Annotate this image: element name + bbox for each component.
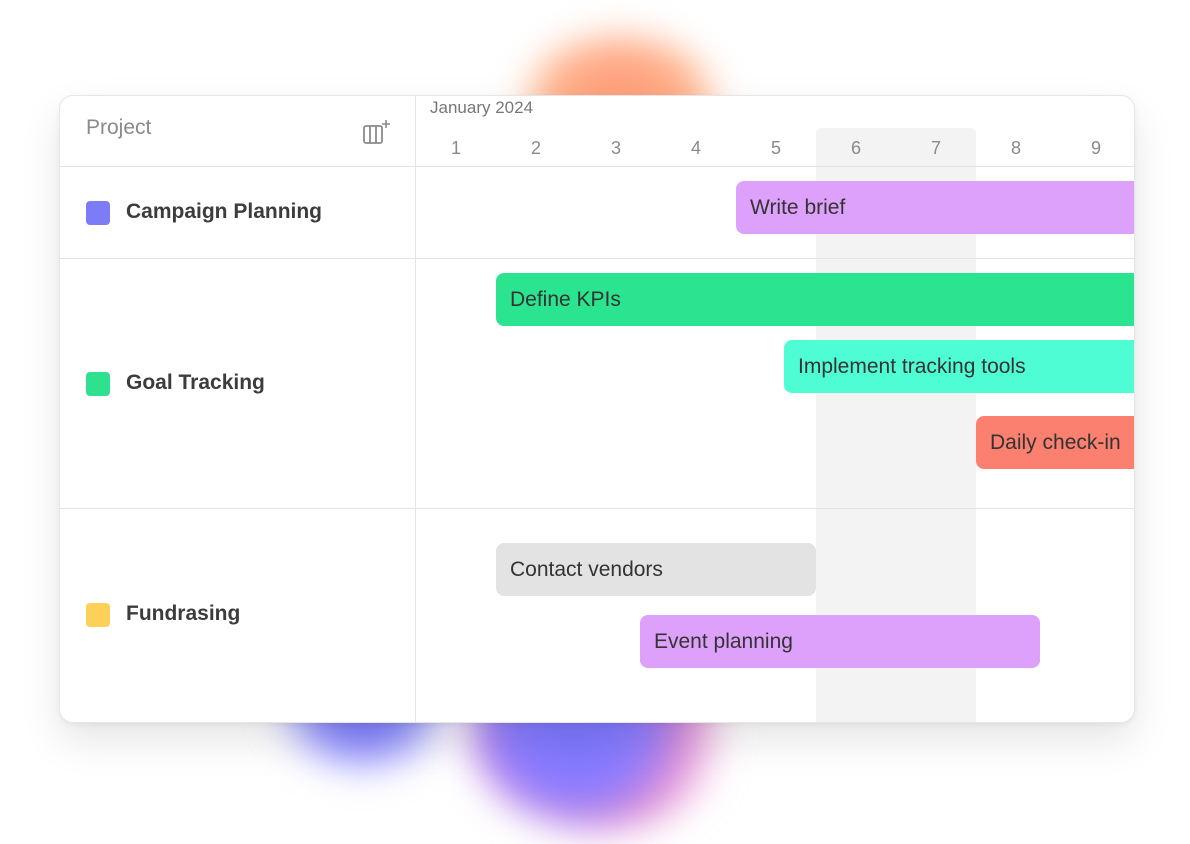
day-label: 7 [930, 138, 941, 158]
task-bar-daily-check-in[interactable]: Daily check-in [976, 416, 1134, 469]
timeline: January 2024 1 2 3 4 5 6 7 8 9 Write bri… [416, 96, 1134, 722]
project-header-label: Project [86, 116, 152, 139]
project-column-header: Project [60, 96, 415, 167]
project-row-goal-tracking[interactable]: Goal Tracking [60, 259, 415, 509]
day-label: 3 [610, 138, 621, 158]
day-label: 6 [850, 138, 861, 158]
month-label: January 2024 [430, 98, 534, 117]
task-bar-implement-tracking-tools[interactable]: Implement tracking tools [784, 340, 1134, 393]
row-divider [416, 508, 1134, 509]
timeline-header-divider [416, 166, 1134, 167]
project-name: Goal Tracking [126, 371, 265, 394]
project-row-fundrasing[interactable]: Fundrasing [60, 509, 415, 722]
task-bar-define-kpis[interactable]: Define KPIs [496, 273, 1134, 326]
add-column-button[interactable] [362, 118, 392, 148]
day-label: 4 [690, 138, 701, 158]
task-bar-contact-vendors[interactable]: Contact vendors [496, 543, 816, 596]
project-column: Project Campaign Planning Goal [60, 96, 416, 722]
task-bar-write-brief[interactable]: Write brief [736, 181, 1134, 234]
project-name: Campaign Planning [126, 200, 323, 223]
project-color-swatch [86, 372, 110, 396]
day-label: 8 [1010, 138, 1021, 158]
day-label: 2 [530, 138, 541, 158]
project-color-swatch [86, 201, 110, 225]
day-label: 9 [1090, 138, 1101, 158]
gantt-card: Project Campaign Planning Goal [59, 95, 1135, 723]
task-bar-event-planning[interactable]: Event planning [640, 615, 1040, 668]
project-row-campaign-planning[interactable]: Campaign Planning [60, 167, 415, 259]
row-divider [416, 258, 1134, 259]
project-name: Fundrasing [126, 602, 241, 625]
day-label: 1 [450, 138, 461, 158]
day-label: 5 [770, 138, 781, 158]
add-column-icon [363, 120, 390, 144]
project-color-swatch [86, 603, 110, 627]
